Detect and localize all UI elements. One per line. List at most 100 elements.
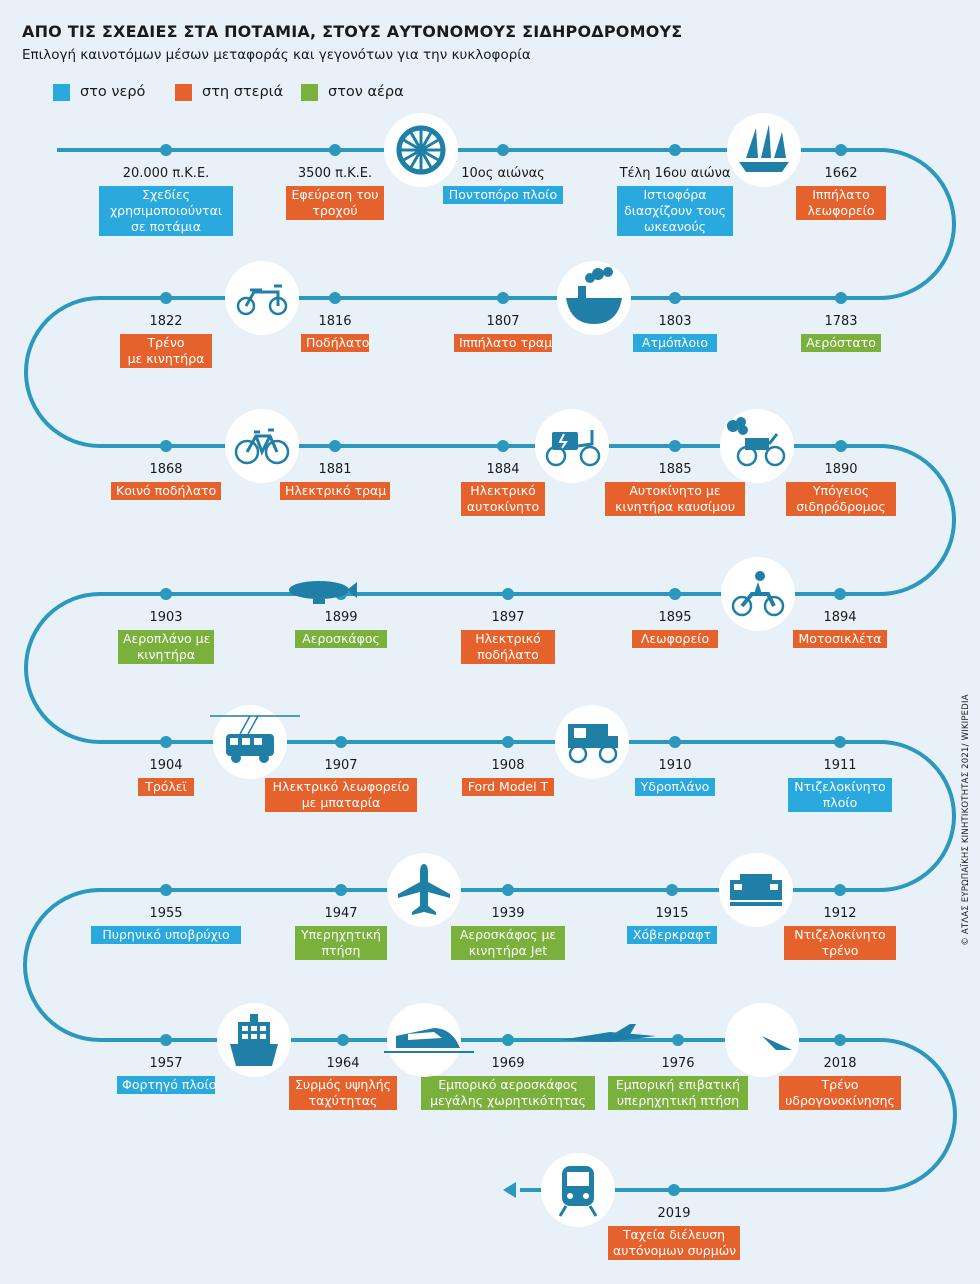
event-label: Χόβερκραφτ [627, 926, 717, 944]
event-year: 1894 [823, 610, 857, 625]
trolleybus-icon [210, 705, 300, 779]
event-year: 1964 [326, 1056, 360, 1071]
metro-train-icon-graphic [558, 1166, 598, 1217]
timeline-dot [669, 736, 681, 748]
event-label-line: κινητήρα [136, 647, 196, 662]
event-year: 1803 [658, 314, 692, 329]
event-label: Αερόστατο [801, 334, 881, 352]
page-title: ΑΠΟ ΤΙΣ ΣΧΕΔΙΕΣ ΣΤΑ ΠΟΤΑΜΙΑ, ΣΤΟΥΣ ΑΥΤΟΝ… [22, 22, 683, 41]
event-label-line: πλοίο [822, 795, 858, 810]
event-label-line: ταχύτητας [308, 1093, 378, 1108]
sailboat-icon-graphic [739, 124, 789, 172]
event-label-line: μεγάλης χωρητικότητας [430, 1093, 586, 1108]
diesel-train-icon-graphic [730, 874, 782, 906]
airplane-icon-graphic [398, 864, 450, 915]
event-label-line: Αυτοκίνητο με [629, 483, 721, 498]
legend-item-air: στον αέρα [301, 82, 404, 102]
motorcycle-icon [721, 557, 795, 631]
event-label-line: με μπαταρία [301, 795, 381, 810]
motorcar-icon [720, 409, 794, 483]
event-year: 1911 [823, 758, 857, 773]
event-label-line: Σχεδίες [142, 187, 190, 202]
event-year: 1915 [655, 906, 689, 921]
event-year: 2019 [657, 1206, 691, 1221]
bullet-train-icon-graphic [384, 1028, 474, 1053]
event-year: Τέλη 16ου αιώνα [619, 166, 731, 181]
event-label-line: Υπερηχητική [301, 927, 381, 942]
event-label-line: υδρογονοκίνησης [785, 1093, 895, 1108]
event-label-line: Αεροσκάφος [302, 631, 380, 646]
event-label: Μοτοσικλέτα [793, 630, 887, 648]
metro-train-icon [541, 1153, 615, 1227]
event-label-line: Χόβερκραφτ [632, 927, 712, 942]
event-label-line: Ηλεκτρικό [475, 631, 541, 646]
event-label-line: χρησιμοποιούνται [109, 203, 223, 218]
timeline-dot [160, 884, 172, 896]
timeline-dot [497, 292, 509, 304]
page-subtitle: Επιλογή καινοτόμων μέσων μεταφοράς και γ… [22, 47, 531, 63]
event-label: Τρόλεϊ [138, 778, 194, 796]
event-label-line: Πυρηνικό υποβρύχιο [102, 927, 230, 942]
timeline-dot [835, 440, 847, 452]
event-label-line: Εμπορικό αεροσκάφος [438, 1077, 578, 1092]
timeline-dot [669, 144, 681, 156]
timeline-dot [668, 1184, 680, 1196]
timeline-dot [502, 884, 514, 896]
motorcycle-icon-graphic [731, 571, 785, 617]
event-label-line: Ιππήλατο τραμ [459, 335, 553, 350]
event-label-line: Ford Model T [467, 779, 549, 794]
event-label-line: Αεροπλάνο με [123, 631, 211, 646]
event-label-line: υπερηχητική πτήση [616, 1093, 740, 1108]
event-label: Φορτηγό πλοίο [117, 1076, 216, 1094]
event-year: 1969 [491, 1056, 525, 1071]
event-year: 1904 [149, 758, 183, 773]
event-label-line: Ποντοπόρο πλοίο [448, 187, 558, 202]
event-label: Πυρηνικό υποβρύχιο [91, 926, 241, 944]
event-year: 1783 [824, 314, 858, 329]
event-label: Ατμόπλοιο [633, 334, 717, 352]
timeline-dot [834, 588, 846, 600]
event-label-line: Λεωφορείο [640, 631, 710, 646]
event-label-line: Κοινό ποδήλατο [116, 483, 217, 498]
event-label-line: Αερόστατο [806, 335, 876, 350]
timeline-dot [329, 292, 341, 304]
event-year: 1868 [149, 462, 183, 477]
event-label-line: Εφεύρεση του [291, 187, 379, 202]
electric-car-icon-graphic [545, 430, 601, 467]
legend-label: στον αέρα [328, 84, 404, 100]
airship-icon [284, 557, 358, 631]
event-label-line: Ταχεία διέλευση [622, 1227, 726, 1242]
event-label-line: σιδηρόδρομος [796, 499, 886, 514]
event-label-line: τροχού [312, 203, 358, 218]
event-label-line: κινητήρα καυσίμου [615, 499, 735, 514]
timeline-dot [502, 736, 514, 748]
source-credit: © ΑΤΛΑΣ ΕΥΡΩΠΑΪΚΗΣ ΚΙΝΗΤΙΚΟΤΗΤΑΣ 2021/ W… [961, 694, 971, 946]
event-label-line: Ηλεκτρικό λεωφορείο [272, 779, 410, 794]
event-year: 1903 [149, 610, 183, 625]
wheel-icon-graphic [396, 125, 446, 175]
bullet-train-icon [384, 1003, 474, 1077]
timeline-dot [337, 1034, 349, 1046]
hydrogen-train-icon [725, 1003, 799, 1077]
event-label-line: Ντιζελοκίνητο [794, 779, 886, 794]
timeline-line [23, 148, 957, 1192]
event-label: Υδροπλάνο [635, 778, 715, 796]
steamship-icon-graphic [566, 267, 622, 324]
event-label-line: σε ποτάμια [130, 219, 201, 234]
event-label-line: ωκεανούς [643, 219, 707, 234]
diesel-train-icon [719, 853, 793, 927]
event-label: Ιππήλατο τραμ [454, 334, 552, 352]
event-year: 1912 [823, 906, 857, 921]
event-label-line: Ατμόπλοιο [641, 335, 709, 350]
event-label-line: Μοτοσικλέτα [798, 631, 882, 646]
event-year: 1957 [149, 1056, 183, 1071]
event-year: 1947 [324, 906, 358, 921]
cargo-ship-icon-graphic [230, 1014, 278, 1066]
timeline-dot [160, 1034, 172, 1046]
event-label: Ford Model T [462, 778, 554, 796]
